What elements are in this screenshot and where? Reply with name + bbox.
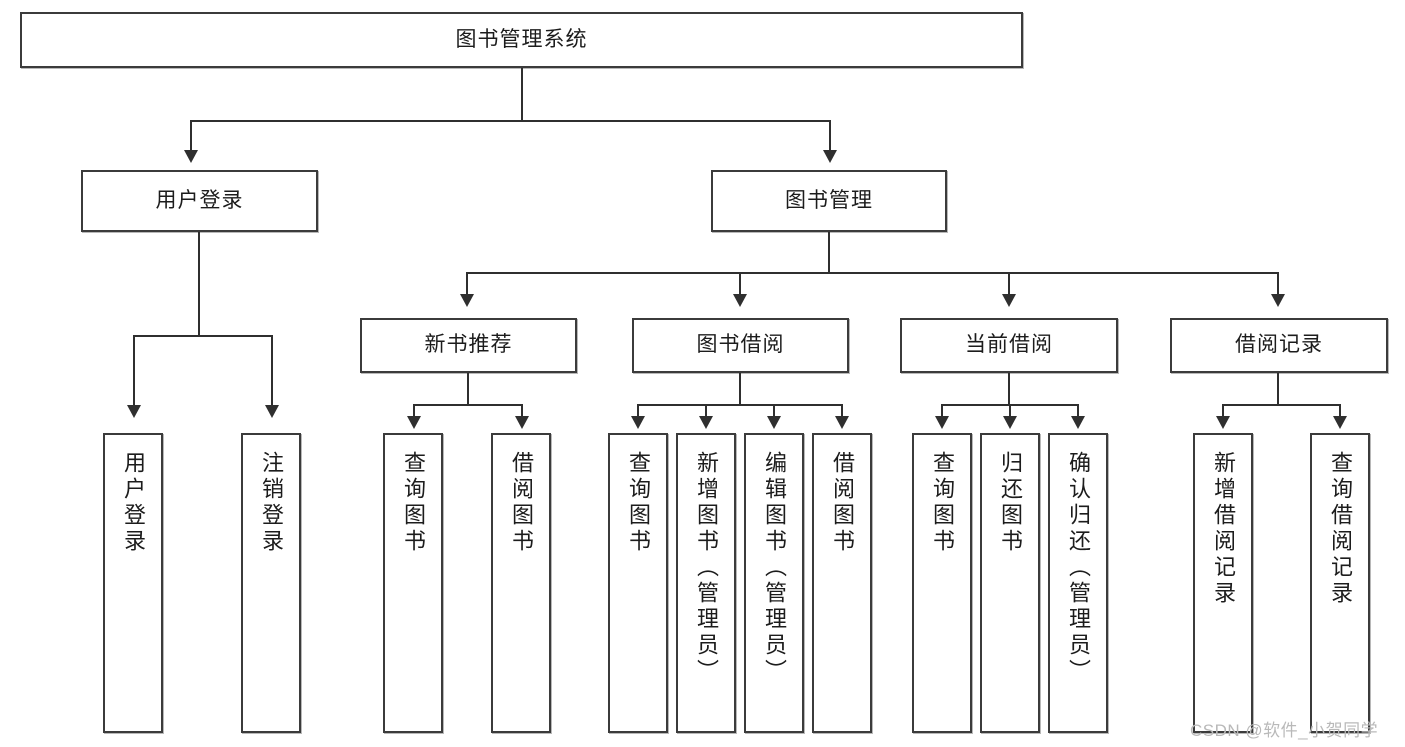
connector-book-management-stem <box>828 232 830 272</box>
node-new-book-recommend-label: 新书推荐 <box>424 333 513 357</box>
connector-user-login-stem <box>198 232 200 335</box>
leaf-user-login[interactable]: 用户登录 <box>103 433 163 733</box>
leaf-return-book-label: 归还图书 <box>998 451 1023 555</box>
connector-cb-stem <box>1008 373 1010 404</box>
node-user-login[interactable]: 用户登录 <box>81 170 318 232</box>
connector-bm-drop-4 <box>1277 272 1279 294</box>
leaf-add-record-label: 新增借阅记录 <box>1211 451 1236 607</box>
csdn-watermark: CSDN @软件_小贺同学 <box>1190 721 1379 740</box>
connector-book-management-bus <box>466 272 1278 274</box>
connector-root-bus <box>190 120 831 122</box>
leaf-edit-book[interactable]: 编辑图书（管理员） <box>744 433 804 733</box>
connector-nbr-drop-1 <box>413 404 415 416</box>
connector-bm-drop-1 <box>466 272 468 294</box>
leaf-confirm-return-label: 确认归还（管理员） <box>1066 451 1091 685</box>
leaf-query-book-1[interactable]: 查询图书 <box>383 433 443 733</box>
leaf-add-record[interactable]: 新增借阅记录 <box>1193 433 1253 733</box>
connector-bb-drop-2 <box>705 404 707 416</box>
connector-br-drop-2 <box>1339 404 1341 416</box>
arrow-root-to-user-login <box>184 150 198 163</box>
connector-bm-drop-3 <box>1008 272 1010 294</box>
leaf-query-book-3-label: 查询图书 <box>930 451 955 555</box>
node-borrow-record-label: 借阅记录 <box>1235 333 1323 357</box>
arrow-nbr-leaf-2 <box>515 416 529 429</box>
arrow-root-to-book-management <box>823 150 837 163</box>
node-book-management[interactable]: 图书管理 <box>711 170 947 232</box>
connector-nbr-bus <box>413 404 523 406</box>
node-new-book-recommend[interactable]: 新书推荐 <box>360 318 577 373</box>
arrow-cb-leaf-1 <box>935 416 949 429</box>
arrow-cb-leaf-3 <box>1071 416 1085 429</box>
leaf-confirm-return[interactable]: 确认归还（管理员） <box>1048 433 1108 733</box>
leaf-borrow-book-1-label: 借阅图书 <box>509 451 534 555</box>
leaf-query-record[interactable]: 查询借阅记录 <box>1310 433 1370 733</box>
connector-user-login-bus <box>133 335 273 337</box>
leaf-user-login-label: 用户登录 <box>121 451 146 555</box>
connector-user-login-drop-2 <box>271 335 273 405</box>
node-root[interactable]: 图书管理系统 <box>20 12 1023 68</box>
connector-bb-drop-1 <box>637 404 639 416</box>
connector-bm-drop-2 <box>739 272 741 294</box>
leaf-borrow-book-1[interactable]: 借阅图书 <box>491 433 551 733</box>
connector-bb-stem <box>739 373 741 404</box>
arrow-bm-book-borrow <box>733 294 747 307</box>
node-root-label: 图书管理系统 <box>455 27 588 51</box>
connector-br-bus <box>1222 404 1341 406</box>
leaf-add-book[interactable]: 新增图书（管理员） <box>676 433 736 733</box>
connector-user-login-drop-1 <box>133 335 135 405</box>
arrow-bb-leaf-4 <box>835 416 849 429</box>
node-user-login-label: 用户登录 <box>155 188 244 212</box>
arrow-nbr-leaf-1 <box>407 416 421 429</box>
connector-nbr-stem <box>467 373 469 404</box>
connector-root-to-book-management <box>829 120 831 150</box>
arrow-cb-leaf-2 <box>1003 416 1017 429</box>
connector-bb-drop-3 <box>773 404 775 416</box>
arrow-br-leaf-1 <box>1216 416 1230 429</box>
arrow-bb-leaf-2 <box>699 416 713 429</box>
arrow-bb-leaf-1 <box>631 416 645 429</box>
node-borrow-record[interactable]: 借阅记录 <box>1170 318 1388 373</box>
node-book-borrow-label: 图书借阅 <box>696 333 785 357</box>
leaf-query-book-2-label: 查询图书 <box>626 451 651 555</box>
arrow-bm-borrow-record <box>1271 294 1285 307</box>
connector-root-stem <box>521 68 523 120</box>
connector-cb-drop-3 <box>1077 404 1079 416</box>
connector-cb-drop-2 <box>1009 404 1011 416</box>
leaf-borrow-book-2-label: 借阅图书 <box>830 451 855 555</box>
leaf-edit-book-label: 编辑图书（管理员） <box>762 451 787 685</box>
leaf-query-book-1-label: 查询图书 <box>401 451 426 555</box>
connector-bb-drop-4 <box>841 404 843 416</box>
arrow-user-login-leaf-1 <box>127 405 141 418</box>
connector-br-drop-1 <box>1222 404 1224 416</box>
arrow-br-leaf-2 <box>1333 416 1347 429</box>
leaf-add-book-label: 新增图书（管理员） <box>694 451 719 685</box>
leaf-user-logout[interactable]: 注销登录 <box>241 433 301 733</box>
leaf-query-record-label: 查询借阅记录 <box>1328 451 1353 607</box>
connector-cb-drop-1 <box>941 404 943 416</box>
arrow-bm-current-borrow <box>1002 294 1016 307</box>
arrow-user-login-leaf-2 <box>265 405 279 418</box>
connector-bb-bus <box>637 404 843 406</box>
connector-nbr-drop-2 <box>521 404 523 416</box>
leaf-query-book-3[interactable]: 查询图书 <box>912 433 972 733</box>
node-book-borrow[interactable]: 图书借阅 <box>632 318 849 373</box>
leaf-user-logout-label: 注销登录 <box>259 451 284 555</box>
node-book-management-label: 图书管理 <box>785 188 873 212</box>
leaf-return-book[interactable]: 归还图书 <box>980 433 1040 733</box>
leaf-query-book-2[interactable]: 查询图书 <box>608 433 668 733</box>
node-current-borrow-label: 当前借阅 <box>965 333 1053 357</box>
arrow-bm-new-book-recommend <box>460 294 474 307</box>
connector-root-to-user-login <box>190 120 192 150</box>
node-current-borrow[interactable]: 当前借阅 <box>900 318 1118 373</box>
arrow-bb-leaf-3 <box>767 416 781 429</box>
leaf-borrow-book-2[interactable]: 借阅图书 <box>812 433 872 733</box>
connector-br-stem <box>1277 373 1279 404</box>
